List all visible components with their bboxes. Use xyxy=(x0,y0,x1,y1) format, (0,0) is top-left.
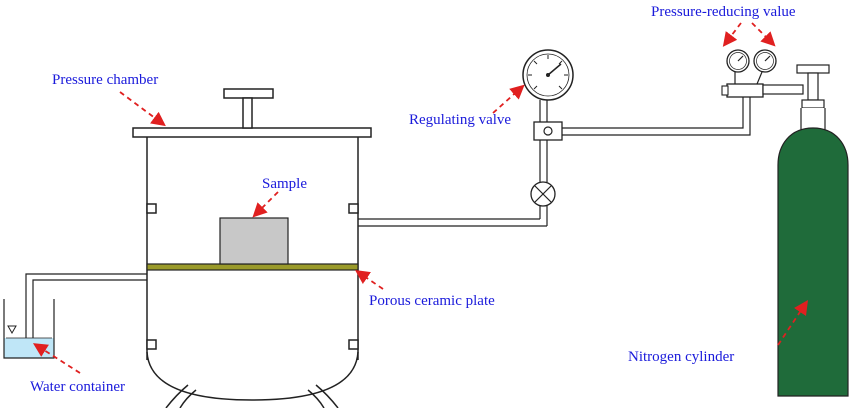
reducing-gauge-right-icon xyxy=(753,49,777,73)
needle-valve xyxy=(530,181,556,207)
label-sample: Sample xyxy=(262,176,307,192)
regulating-valve-body xyxy=(533,121,563,141)
drain-pipe xyxy=(25,273,147,338)
label-pressure-reducing: Pressure-reducing value xyxy=(651,4,796,20)
label-water-container: Water container xyxy=(30,379,125,395)
arrow-sample xyxy=(252,191,279,218)
arrow-reducing-right xyxy=(751,22,776,47)
arrow-pressure-chamber xyxy=(119,91,166,127)
pressure-gauge-icon xyxy=(522,49,574,101)
chamber-leg-right xyxy=(315,384,339,409)
reducing-gauge-left-icon xyxy=(726,49,750,73)
label-porous-plate: Porous ceramic plate xyxy=(369,293,495,309)
arrow-porous-plate xyxy=(355,269,384,290)
porous-ceramic-plate xyxy=(146,263,359,271)
inlet-pipe xyxy=(358,97,751,227)
label-pressure-chamber: Pressure chamber xyxy=(52,72,158,88)
label-nitrogen-cylinder: Nitrogen cylinder xyxy=(628,349,734,365)
chamber-leg-left xyxy=(165,384,189,409)
callout-arrows xyxy=(32,22,808,374)
pressure-reducing-valve xyxy=(721,49,804,98)
arrow-reducing-left xyxy=(722,22,742,47)
chamber-bowl xyxy=(146,351,359,401)
pressure-chamber xyxy=(132,88,372,409)
chamber-handle-stem xyxy=(242,97,253,129)
nitrogen-cylinder xyxy=(777,64,849,397)
label-regulating-valve: Regulating valve xyxy=(409,112,511,128)
sample-block xyxy=(219,217,289,265)
chamber-handle-bar xyxy=(223,88,274,99)
chamber-lid xyxy=(132,127,372,138)
cylinder-body xyxy=(777,127,849,397)
arrow-regulating-valve xyxy=(492,84,525,114)
water-container xyxy=(3,299,55,359)
